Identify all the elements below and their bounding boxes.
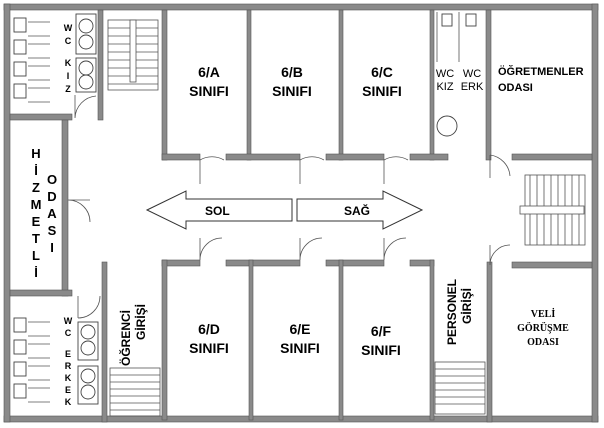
letter: K (65, 58, 72, 68)
class-6a-sub: SINIFI (189, 83, 229, 99)
doors (67, 95, 511, 319)
walls (3, 3, 599, 423)
letter: S (48, 223, 57, 238)
letter: K (65, 397, 72, 407)
wc-boys-small: WC (463, 68, 481, 80)
stairs-staff-entrance (434, 361, 486, 415)
letter: M (31, 197, 42, 212)
letter: A (47, 206, 57, 221)
class-6b-sub: SINIFI (272, 83, 312, 99)
arrow-right-sag: SAĞ (296, 190, 424, 230)
letter: Z (65, 84, 71, 94)
staff-entrance-sub: GİRİŞİ (459, 288, 474, 324)
class-6f-sub: SINIFI (361, 342, 401, 358)
letter: E (32, 214, 41, 229)
toilet-fixtures (13, 12, 477, 405)
student-entrance-label: ÖĞRENCİ (118, 310, 133, 366)
wc-girls-small: WC (436, 68, 454, 80)
parents-room-sub: GÖRÜŞME (517, 321, 569, 334)
letter: T (32, 231, 40, 246)
class-6f-label: 6/F (371, 323, 392, 339)
letter: I (67, 71, 70, 81)
letter: C (65, 328, 72, 338)
letter: L (32, 248, 40, 263)
teachers-room-sub: ODASI (498, 82, 533, 94)
letter: W (64, 23, 73, 33)
class-6d-sub: SINIFI (189, 340, 229, 356)
letter: E (65, 385, 71, 395)
class-6c-label: 6/C (371, 64, 393, 80)
janitor-room-label: H İ Z M E T L İ O D A S I (31, 146, 58, 280)
letter: İ (34, 265, 38, 280)
wc-girls-small-sub: KIZ (436, 81, 453, 93)
class-6e-sub: SINIFI (280, 340, 320, 356)
stairs-student-entrance (109, 367, 161, 417)
letter: C (65, 36, 72, 46)
class-6a-label: 6/A (198, 64, 220, 80)
class-6c-sub: SINIFI (362, 83, 402, 99)
wc-boys-small-sub: ERK (461, 81, 484, 93)
parents-room-label: VELİ (531, 308, 556, 320)
wc-boys-label: W C E R K E K (64, 316, 73, 407)
letter: R (65, 361, 72, 371)
class-6e-label: 6/E (289, 321, 310, 337)
teachers-room-label: ÖĞRETMENLER (498, 65, 584, 78)
letter: D (47, 189, 56, 204)
letter: İ (34, 163, 38, 178)
letter: E (65, 349, 71, 359)
stairs-top-left (107, 19, 159, 91)
arrow-left-sol: SOL (145, 190, 293, 230)
staff-entrance-label: PERSONEL (445, 279, 459, 345)
letter: I (50, 240, 54, 255)
arrow-right-label: SAĞ (344, 203, 370, 218)
letter: O (47, 172, 57, 187)
class-6b-label: 6/B (281, 64, 303, 80)
letter: Z (32, 180, 40, 195)
wc-girls-label: W C K I Z (64, 23, 73, 94)
stairs-right (519, 174, 586, 246)
letter: H (31, 146, 40, 161)
letter: W (64, 316, 73, 326)
letter: K (65, 373, 72, 383)
parents-room-sub2: ODASI (527, 337, 559, 348)
arrow-left-label: SOL (205, 204, 230, 218)
student-entrance-sub: GİRİŞİ (133, 304, 148, 340)
class-6d-label: 6/D (198, 321, 220, 337)
